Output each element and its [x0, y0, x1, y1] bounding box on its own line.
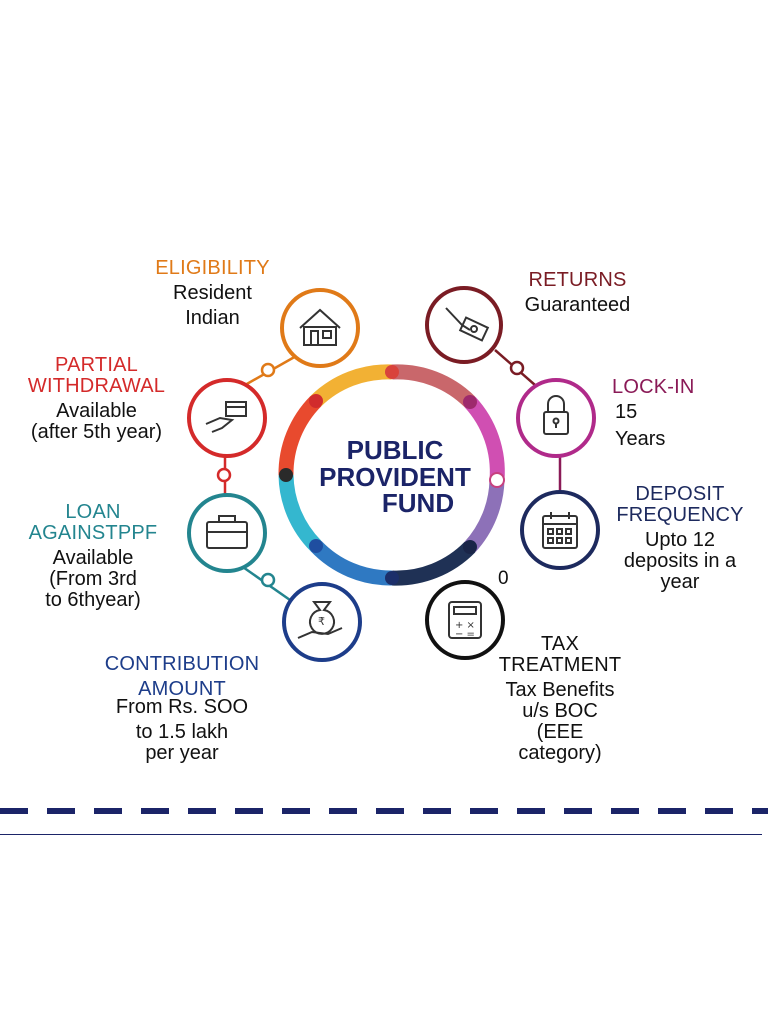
hand-card-icon [205, 401, 247, 433]
svg-text:− =: − = [455, 629, 475, 640]
label-lockin: LOCK-IN 15 Years [612, 377, 722, 450]
label-returns: RETURNS Guaranteed [505, 270, 650, 316]
partial-title1: PARTIAL [55, 354, 138, 376]
label-partial: PARTIAL WITHDRAWAL Available (after 5th … [14, 355, 179, 443]
center-title-line2: PROVIDENT [319, 461, 471, 492]
connector-knots [216, 360, 525, 588]
rupee-bag-hand-icon: ₹ [297, 601, 343, 639]
icon-circle-lockin [516, 378, 596, 458]
svg-text:+ ×: + × [455, 620, 475, 631]
loan-line3: to 6thyear) [45, 589, 141, 611]
label-deposit: DEPOSIT FREQUENCY Upto 12 deposits in a … [605, 484, 755, 593]
knot-4 [509, 360, 525, 376]
svg-text:₹: ₹ [318, 615, 325, 628]
house-icon [299, 308, 341, 346]
tax-line3: (EEE [536, 721, 584, 743]
padlock-icon [543, 395, 569, 435]
ring-dot-bottomleft [309, 539, 323, 553]
tax-title1: TAX [540, 633, 579, 655]
ring-dots [279, 365, 505, 585]
ring-arc-cyan [278, 474, 322, 552]
deposit-line2: deposits in a [623, 550, 737, 572]
loan-line1: Available [52, 547, 134, 569]
icon-circle-partial [187, 378, 267, 458]
tax-line4: category) [518, 742, 602, 764]
loan-title2: AGAINSTPPF [28, 522, 158, 544]
ring-dot-topright [463, 395, 477, 409]
tax-line1: Tax Benefits [505, 679, 615, 701]
loan-title1: LOAN [65, 501, 121, 523]
contribution-title2: AMOUNT [138, 678, 226, 700]
knot-2 [216, 467, 232, 483]
partial-title2: WITHDRAWAL [27, 375, 166, 397]
label-contribution: CONTRIBUTION AMOUNT From Rs. SOO to 1.5 … [92, 654, 272, 764]
calculator-icon: + × − = [448, 601, 482, 640]
returns-line1: Guaranteed [524, 294, 631, 316]
center-title: PUBLIC PROVIDENT FUND [300, 437, 490, 517]
eligibility-title: ELIGIBILITY [155, 257, 270, 279]
lockin-title: LOCK-IN [612, 376, 695, 398]
contribution-title1: CONTRIBUTION [104, 653, 260, 675]
ring-dot-top [385, 365, 399, 379]
icon-circle-tax: + × − = [425, 580, 505, 660]
lockin-line2: Years [615, 428, 666, 450]
icon-circle-returns [425, 286, 503, 364]
briefcase-icon [206, 515, 248, 549]
partial-line1: Available [56, 400, 137, 422]
eligibility-line1: Resident [173, 282, 252, 304]
ring-dot-left [279, 468, 293, 482]
center-title-line1: PUBLIC [346, 435, 444, 465]
lockin-line1: 15 [615, 401, 638, 423]
loan-line2: (From 3rd [49, 568, 137, 590]
label-tax: TAX TREATMENT Tax Benefits u/s BOC (EEE … [485, 634, 635, 764]
partial-line2: (after 5th year) [30, 421, 163, 443]
icon-circle-eligibility [280, 288, 360, 368]
ring-arc-rose [391, 364, 476, 408]
label-loan: LOAN AGAINSTPPF Available (From 3rd to 6… [14, 502, 172, 611]
icon-circle-deposit [520, 490, 600, 570]
stray-zero: 0 [498, 568, 509, 589]
ring-dot-right [489, 472, 505, 488]
label-eligibility: ELIGIBILITY Resident Indian [140, 258, 285, 329]
ring-arc-navy [391, 541, 476, 586]
contribution-line1: From Rs. SOO [115, 696, 249, 718]
tax-line2: u/s BOC [522, 700, 598, 722]
returns-title: RETURNS [528, 269, 627, 291]
icon-circle-loan [187, 493, 267, 573]
contribution-line3: per year [145, 742, 219, 764]
deposit-title2: FREQUENCY [616, 504, 744, 526]
deposit-line1: Upto 12 [644, 529, 716, 551]
ring-dot-bottomright [463, 540, 477, 554]
knot-1 [260, 362, 276, 378]
ring-dot-bottom [385, 571, 399, 585]
calendar-icon [542, 512, 578, 549]
contribution-line2: to 1.5 lakh [135, 721, 229, 743]
tax-title2: TREATMENT [498, 654, 622, 676]
icon-circle-contribution: ₹ [282, 582, 362, 662]
ring-arc-orange [310, 364, 393, 407]
dashed-divider [0, 808, 768, 814]
hand-money-icon [445, 307, 490, 342]
solid-divider [0, 834, 762, 835]
ring-arc-red [278, 395, 322, 476]
ring-dot-topleft [309, 394, 323, 408]
ring-arc-magenta [464, 396, 505, 481]
deposit-title1: DEPOSIT [635, 483, 725, 505]
center-title-line3: FUND [381, 488, 455, 519]
eligibility-line2: Indian [185, 307, 240, 329]
ring-arc-blue [310, 540, 393, 586]
knot-3 [260, 572, 276, 588]
deposit-line3: year [660, 571, 700, 593]
